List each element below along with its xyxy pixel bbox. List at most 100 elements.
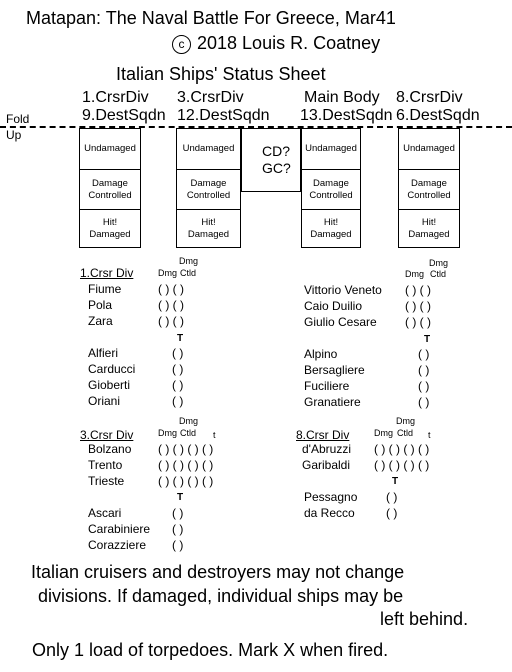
torpedo-mark[interactable]: ( ) — [418, 347, 430, 361]
ctld-header: Ctld — [397, 428, 414, 438]
rule-line-2: divisions. If damaged, individual ships … — [38, 586, 404, 606]
fold-line — [0, 126, 512, 128]
cell-label: Damaged — [310, 229, 352, 240]
cell-label: Controlled — [88, 189, 132, 201]
rule-line-1: Italian cruisers and destroyers may not … — [31, 562, 405, 582]
cell-label: Damage — [92, 177, 128, 189]
dmg-header: Dmg — [158, 268, 178, 278]
dmg-header: Dmg — [374, 428, 394, 438]
destroyer-name: Fuciliere — [304, 379, 350, 393]
destroyer-name: Carabiniere — [88, 522, 151, 536]
copyright-text: 2018 Louis R. Coatney — [197, 33, 381, 53]
destroyer-name: Gioberti — [88, 378, 131, 392]
torpedo-mark[interactable]: ( ) — [172, 506, 184, 520]
gc-label: GC? — [262, 160, 291, 176]
destroyer-name: Granatiere — [304, 395, 361, 409]
ctld-header: Ctld — [180, 428, 197, 438]
ship-name: Garibaldi — [302, 458, 351, 472]
game-title: Matapan: The Naval Battle For Greece, Ma… — [26, 8, 396, 28]
up-label: Up — [6, 128, 22, 142]
undamaged-cell[interactable]: Undamaged — [305, 143, 357, 154]
torpedo-mark[interactable]: ( ) — [172, 378, 184, 392]
torpedo-mark[interactable]: ( ) — [172, 346, 184, 360]
undamaged-cell[interactable]: Undamaged — [182, 143, 235, 154]
torpedo-mark[interactable]: ( ) — [172, 394, 184, 408]
destroyer-name: Ascari — [88, 506, 122, 520]
cd-gc-box[interactable]: CD? GC? — [241, 128, 301, 192]
status-marks[interactable]: ( ) ( ) — [405, 315, 431, 329]
column-header-line: 8.CrsrDiv — [396, 89, 463, 106]
torpedo-header: T — [177, 492, 184, 503]
torpedo-mark[interactable]: ( ) — [172, 538, 184, 552]
status-marks[interactable]: ( ) ( ) — [158, 282, 184, 296]
column-header-4: 8.CrsrDiv 6.DestSqdn — [396, 89, 480, 125]
column-header-line: 9.DestSqdn — [82, 107, 166, 124]
ship-name: Fiume — [88, 282, 122, 296]
dmg-ctld-header-top: Dmg — [396, 416, 416, 426]
torpedo-small-header: t — [428, 430, 431, 440]
status-marks[interactable]: ( ) ( ) — [405, 299, 431, 313]
status-marks[interactable]: ( ) ( ) ( ) ( ) — [158, 442, 214, 456]
torpedo-mark[interactable]: ( ) — [172, 522, 184, 536]
column-header-line: 6.DestSqdn — [396, 107, 480, 124]
dmg-ctld-header-top: Dmg — [179, 256, 199, 266]
torpedo-mark[interactable]: ( ) — [418, 379, 430, 393]
torpedo-header: T — [392, 476, 399, 487]
status-marks[interactable]: ( ) ( ) — [405, 283, 431, 297]
sheet-title: Italian Ships' Status Sheet — [116, 64, 326, 84]
torpedo-small-header: t — [213, 430, 216, 440]
dmg-header: Dmg — [158, 428, 178, 438]
status-marks[interactable]: ( ) ( ) — [158, 314, 184, 328]
torpedo-mark[interactable]: ( ) — [386, 506, 398, 520]
hit-damaged-cell[interactable]: Hit!Damaged — [399, 209, 459, 248]
status-marks[interactable]: ( ) ( ) ( ) ( ) — [374, 458, 430, 472]
destroyer-name: Carducci — [88, 362, 136, 376]
dmg-header: Dmg — [405, 269, 425, 279]
destroyer-name: da Recco — [304, 506, 355, 520]
column-header-1: 1.CrsrDiv 9.DestSqdn — [82, 89, 166, 125]
column-header-line: Main Body — [304, 89, 380, 106]
ship-name: d'Abruzzi — [302, 442, 351, 456]
copyright-icon: c — [172, 34, 191, 54]
destroyer-name: Bersagliere — [304, 363, 365, 377]
ship-name: Bolzano — [88, 442, 132, 456]
cell-label: Controlled — [407, 189, 451, 201]
div8-title: 8.Crsr Div — [296, 428, 350, 442]
destroyer-name: Oriani — [88, 394, 121, 408]
ctld-header: Ctld — [430, 269, 447, 279]
torpedo-mark[interactable]: ( ) — [172, 362, 184, 376]
torpedo-header: T — [177, 333, 184, 344]
fold-label: Fold — [6, 112, 30, 126]
torpedo-mark[interactable]: ( ) — [386, 490, 398, 504]
cell-label: Damage — [411, 177, 447, 189]
hit-damaged-cell[interactable]: Hit!Damaged — [177, 209, 240, 248]
destroyer-name: Alpino — [304, 347, 338, 361]
hit-damaged-cell[interactable]: Hit!Damaged — [80, 209, 140, 248]
copyright-line: c 2018 Louis R. Coatney — [172, 33, 380, 54]
div3-title: 3.Crsr Div — [80, 428, 134, 442]
status-marks[interactable]: ( ) ( ) ( ) ( ) — [158, 474, 214, 488]
cell-label: Damage — [313, 177, 349, 189]
status-marks[interactable]: ( ) ( ) ( ) ( ) — [374, 442, 430, 456]
undamaged-cell[interactable]: Undamaged — [84, 143, 136, 154]
rule-line-4: Only 1 load of torpedoes. Mark X when fi… — [32, 640, 389, 660]
undamaged-cell[interactable]: Undamaged — [403, 143, 455, 154]
torpedo-mark[interactable]: ( ) — [418, 395, 430, 409]
cell-label: Hit! — [323, 217, 339, 228]
cell-label: Damage — [190, 177, 227, 189]
dmg-ctld-header-top: Dmg — [429, 258, 449, 268]
hit-damaged-cell[interactable]: Hit!Damaged — [302, 209, 360, 248]
status-marks[interactable]: ( ) ( ) ( ) ( ) — [158, 458, 214, 472]
ship-name: Giulio Cesare — [304, 315, 377, 329]
status-marks[interactable]: ( ) ( ) — [158, 298, 184, 312]
torpedo-mark[interactable]: ( ) — [418, 363, 430, 377]
destroyer-name: Pessagno — [304, 490, 358, 504]
